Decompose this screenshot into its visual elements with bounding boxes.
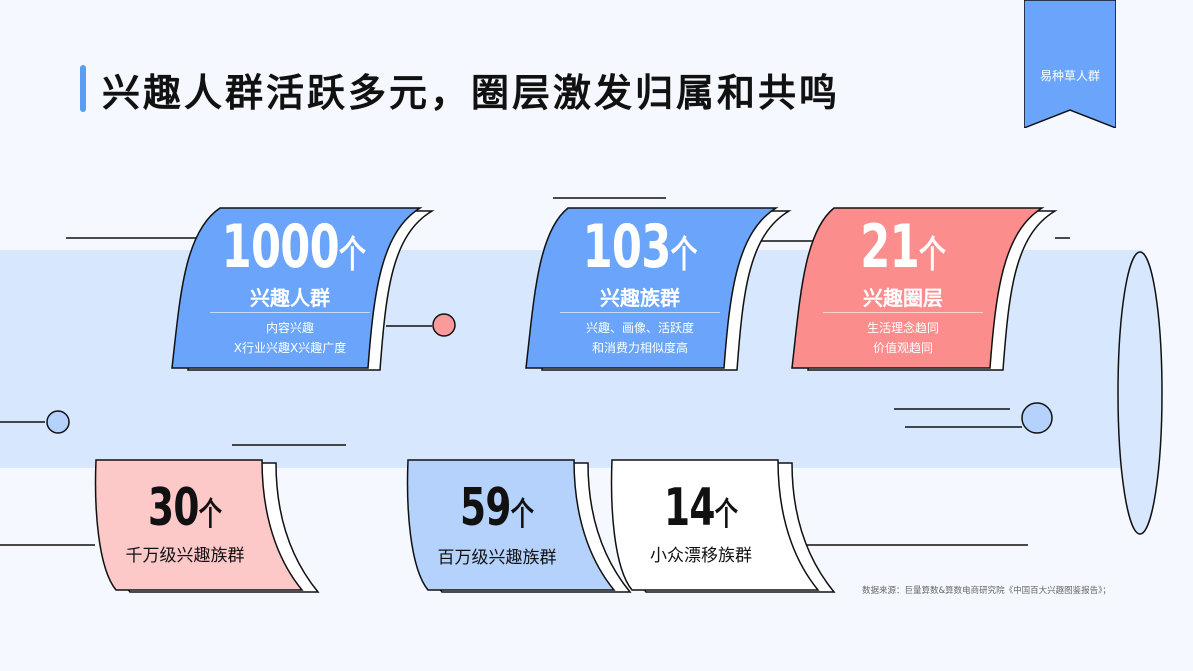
card-top-1-shape xyxy=(171,207,435,371)
badge-ribbon xyxy=(1024,0,1116,128)
badge-label: 易种草人群 xyxy=(1039,69,1100,83)
card-bottom-2-number: 59个 xyxy=(460,478,534,538)
pink-dot xyxy=(432,313,456,337)
card-top-1-divider xyxy=(210,312,370,313)
card-bottom-1-number: 30个 xyxy=(148,478,222,538)
decor-lines xyxy=(0,197,1070,546)
card-top-1-number: 1000个 xyxy=(221,212,366,282)
card-top-2-label: 兴趣族群 xyxy=(600,286,680,310)
card-top-1-desc1: 内容兴趣 xyxy=(265,321,314,335)
cylinder-end xyxy=(1117,251,1163,535)
card-top-2-number: 103个 xyxy=(582,212,698,282)
card-bottom-2-label: 百万级兴趣族群 xyxy=(437,548,557,568)
card-top-3-divider xyxy=(823,312,983,313)
title-accent-bar xyxy=(80,65,86,112)
card-top-2-desc2: 和消费力相似度高 xyxy=(591,341,688,355)
card-bottom-1-label: 千万级兴趣族群 xyxy=(125,546,245,566)
card-bottom-2-shape xyxy=(406,459,632,593)
card-top-3-desc1: 生活理念趋同 xyxy=(866,321,939,335)
card-bottom-3-shape xyxy=(610,459,836,593)
card-top-3-label: 兴趣圈层 xyxy=(863,286,943,310)
card-top-2-shape xyxy=(525,207,792,371)
card-top-2-divider xyxy=(560,312,720,313)
blue-dot-right xyxy=(1021,402,1053,434)
card-bottom-3-label: 小众漂移族群 xyxy=(650,546,752,566)
card-top-1-desc2: X行业兴趣X兴趣广度 xyxy=(233,341,347,355)
page-title: 兴趣人群活跃多元，圈层激发归属和共鸣 xyxy=(102,71,841,115)
card-bottom-1-shape xyxy=(94,459,320,593)
card-top-3-number: 21个 xyxy=(860,212,946,282)
card-top-2-desc1: 兴趣、画像、活跃度 xyxy=(585,321,694,335)
blue-dot-left xyxy=(46,410,70,434)
card-top-1-label: 兴趣人群 xyxy=(250,286,330,310)
card-top-3-shape xyxy=(791,207,1058,371)
card-bottom-3-number: 14个 xyxy=(664,478,738,538)
card-top-3-desc2: 价值观趋同 xyxy=(872,341,933,355)
data-source-note: 数据来源：巨量算数&算数电商研究院《中国百大兴趣图鉴报告》； xyxy=(862,586,1111,596)
